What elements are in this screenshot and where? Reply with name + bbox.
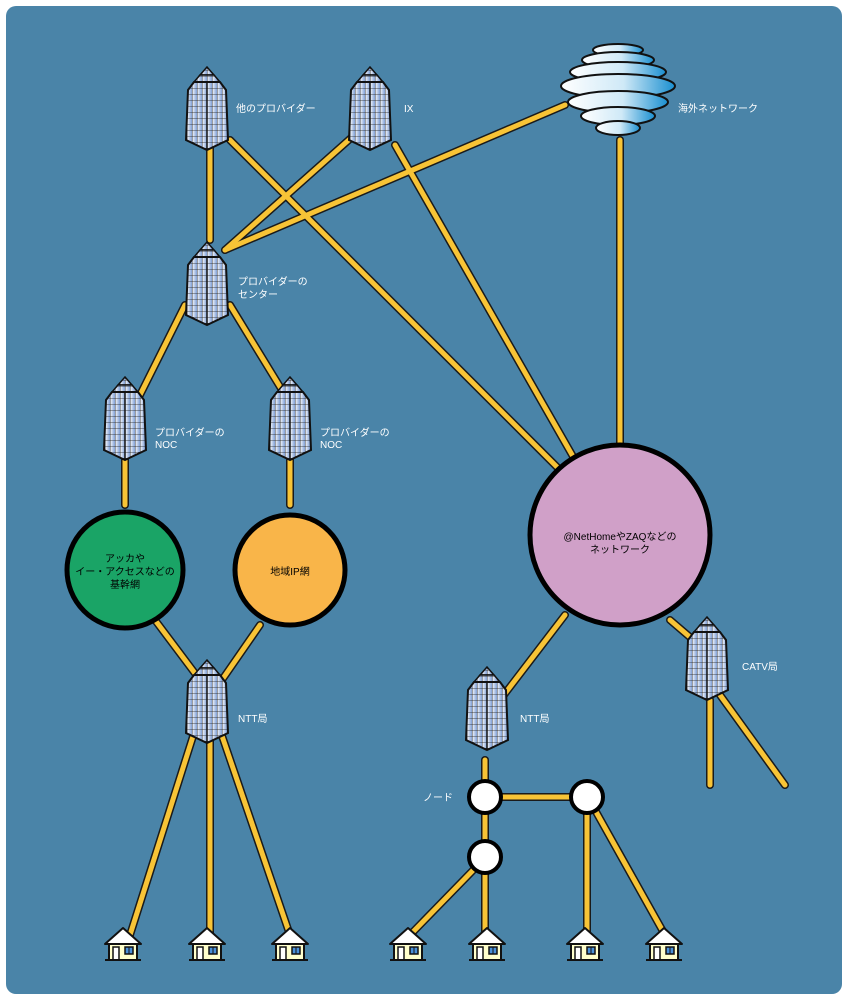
node-circle-3 [467, 839, 503, 875]
label-overseas-network: 海外ネットワーク [678, 102, 758, 115]
link-ix-catv-net [392, 142, 578, 463]
label-ntt-left: NTT局 [238, 713, 267, 725]
link-center-noc-left [137, 302, 188, 398]
link-backbone-ntt [152, 617, 203, 683]
label-noc-left-line1: プロバイダーの [155, 426, 225, 439]
label-provider-center-line1: プロバイダーの [238, 275, 308, 288]
label-ntt-right: NTT局 [520, 713, 549, 725]
label-ix: IX [404, 104, 414, 115]
link-node-3-house-4 [407, 855, 488, 938]
link-catv-net-ntt [497, 612, 568, 703]
label-noc-right-line2: NOC [320, 440, 342, 451]
background-panel [6, 6, 842, 994]
label-backbone-line1: アッカや [105, 553, 145, 565]
label-other-provider: 他のプロバイダー [236, 102, 316, 115]
link-node-2-house-7 [592, 807, 668, 938]
link-ntt-house-1 [127, 727, 198, 938]
link-ix-center [222, 127, 363, 253]
label-catv-network-line1: @NetHomeやZAQなどの [564, 531, 677, 543]
label-backbone-line2: イー・アクセスなどの [75, 566, 175, 578]
link-center-noc-right [227, 302, 288, 398]
label-backbone-line3: 基幹網 [110, 578, 140, 591]
node-circle-1 [467, 779, 503, 815]
label-provider-center-line2: センター [238, 289, 278, 301]
link-overseas-center [222, 102, 568, 253]
label-noc-left-line2: NOC [155, 440, 177, 451]
catv-network-circle [527, 442, 713, 628]
backbone-network-circle [64, 509, 186, 631]
label-noc-right-line1: プロバイダーの [320, 426, 390, 439]
cloud-icon [560, 43, 676, 136]
node-circle-2 [569, 779, 605, 815]
regional-ip-network-circle [232, 512, 348, 628]
label-catv-network-line2: ネットワーク [590, 544, 650, 556]
link-catv-drop-2 [717, 692, 788, 788]
label-node: ノード [423, 793, 453, 804]
label-regional-ip: 地域IP網 [270, 565, 309, 578]
label-catv-station: CATV局 [742, 661, 778, 673]
link-ntt-house-3 [217, 727, 293, 938]
